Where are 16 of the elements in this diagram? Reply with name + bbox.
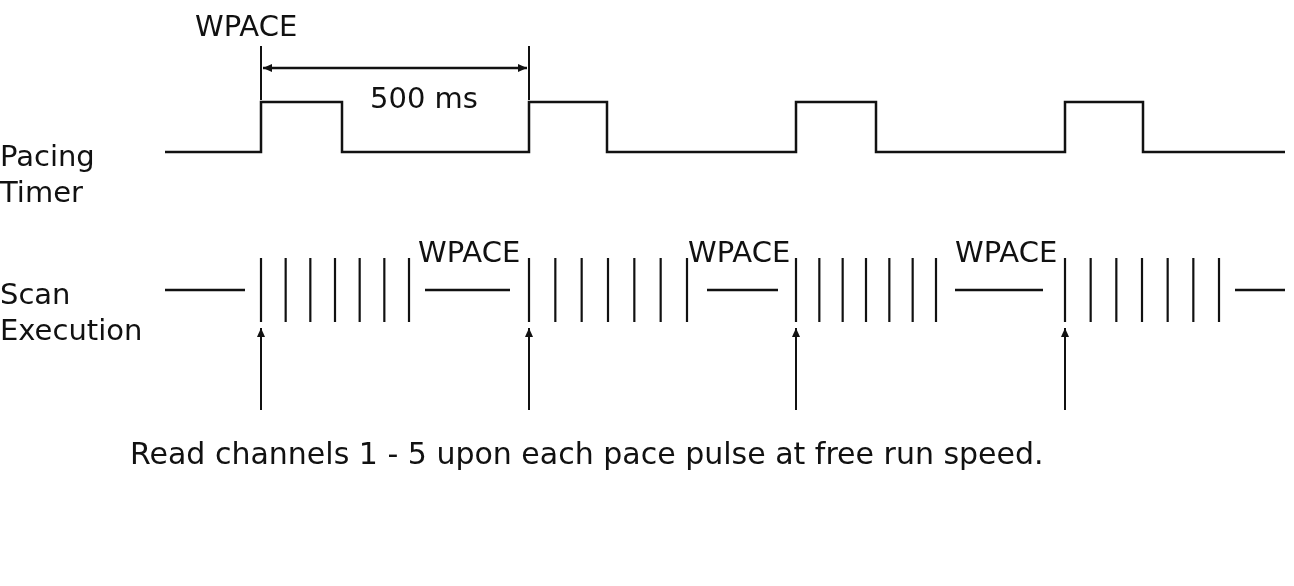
instruction-label: WPACE bbox=[195, 8, 298, 44]
scan-pulse-burst bbox=[259, 258, 411, 322]
instruction-label: WPACE bbox=[955, 234, 1058, 270]
dimension-label: 500 ms bbox=[370, 80, 478, 116]
arrow bbox=[525, 327, 533, 411]
scan-pulse-burst bbox=[1063, 258, 1221, 322]
signal-name: Pacing Timer bbox=[0, 138, 96, 210]
scan-pulse-burst bbox=[527, 258, 689, 322]
signal-name: Scan Execution bbox=[0, 276, 144, 348]
scan-pulse-burst bbox=[794, 258, 938, 322]
arrow bbox=[792, 327, 800, 411]
caption-text: Read channels 1 - 5 upon each pace pulse at free run speed. bbox=[130, 436, 1290, 476]
arrow bbox=[1061, 327, 1069, 411]
instruction-label: WPACE bbox=[418, 234, 521, 270]
arrow bbox=[257, 327, 265, 411]
instruction-label: WPACE bbox=[688, 234, 791, 270]
